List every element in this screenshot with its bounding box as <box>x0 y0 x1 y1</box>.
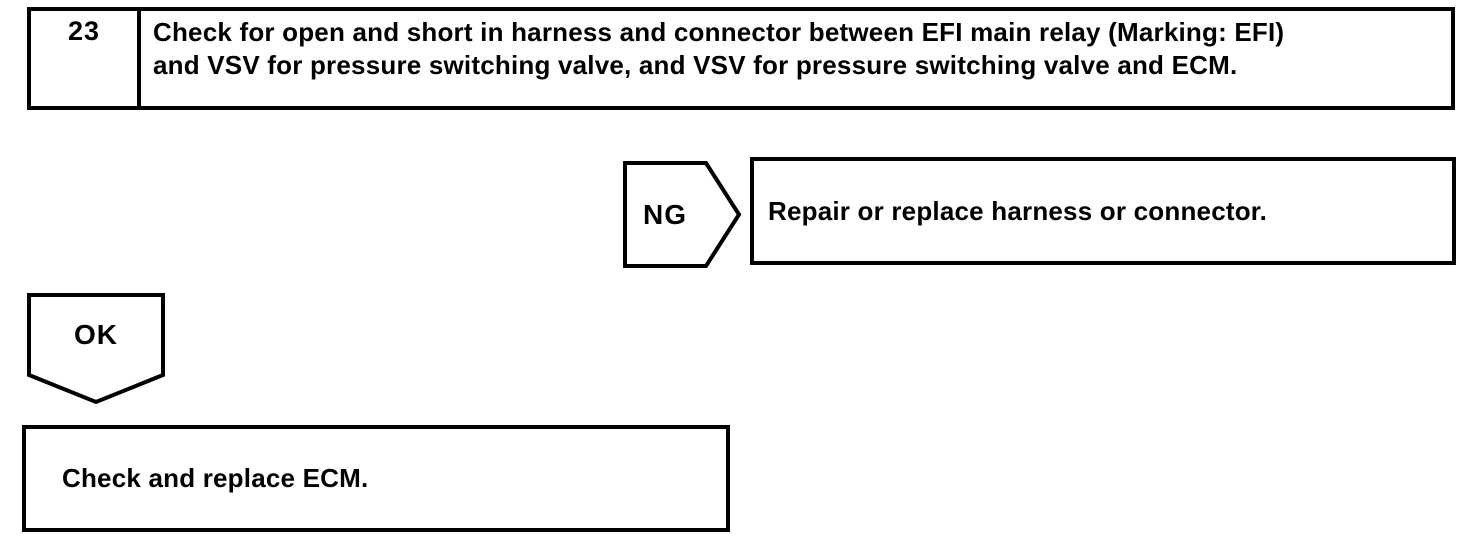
ok-label: OK <box>74 319 118 350</box>
ng-pentagon-icon <box>623 161 742 268</box>
ok-action-box: Check and replace ECM. <box>22 425 730 532</box>
step-box: 23 Check for open and short in harness a… <box>27 7 1455 110</box>
ng-action-box: Repair or replace harness or connector. <box>750 157 1456 265</box>
ng-connector: NG <box>623 161 742 268</box>
ok-action-text: Check and replace ECM. <box>62 463 369 493</box>
ok-connector: OK <box>27 293 165 405</box>
step-number: 23 <box>31 11 141 106</box>
ok-pentagon-icon <box>27 293 165 405</box>
ng-action-text: Repair or replace harness or connector. <box>768 195 1268 226</box>
ng-label: NG <box>643 198 687 230</box>
step-instruction: Check for open and short in harness and … <box>153 17 1285 80</box>
